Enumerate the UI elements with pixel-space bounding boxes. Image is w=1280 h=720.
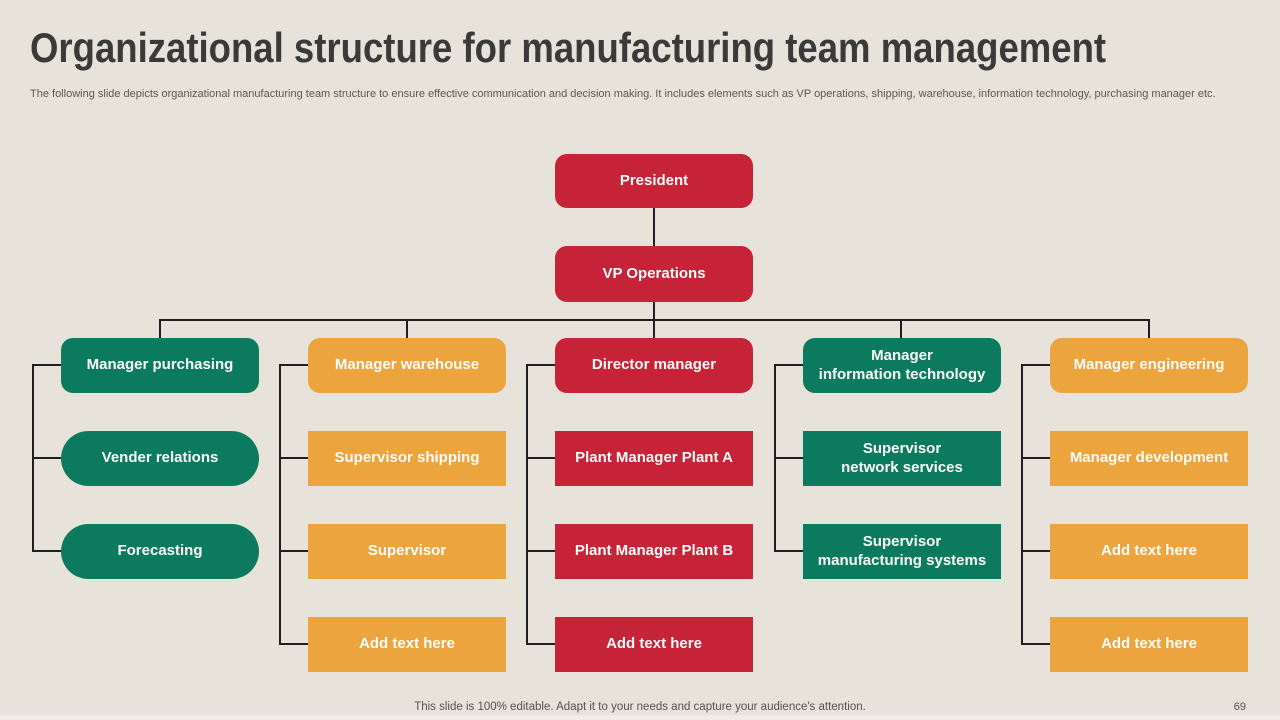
org-node-manager-warehouse: Manager warehouse (308, 338, 506, 393)
slide-footer-note: This slide is 100% editable. Adapt it to… (414, 701, 866, 713)
connector-line (279, 643, 308, 645)
org-node-add-text-warehouse: Add text here (308, 617, 506, 672)
connector-line (1148, 319, 1150, 338)
connector-line (279, 364, 281, 645)
connector-line (1021, 643, 1050, 645)
org-node-supervisor-manufacturing-systems: Supervisor manufacturing systems (803, 524, 1001, 579)
connector-line (1021, 550, 1050, 552)
org-node-forecasting: Forecasting (61, 524, 259, 579)
page-title: Organizational structure for manufacturi… (30, 24, 1107, 71)
org-node-supervisor-network-services: Supervisor network services (803, 431, 1001, 486)
org-node-supervisor-shipping: Supervisor shipping (308, 431, 506, 486)
connector-line (279, 364, 308, 366)
org-node-vp-operations: VP Operations (555, 246, 753, 302)
connector-line (653, 319, 655, 338)
org-node-manager-development: Manager development (1050, 431, 1248, 486)
bottom-edge-strip (0, 715, 1280, 720)
connector-line (653, 302, 655, 320)
connector-line (526, 364, 555, 366)
connector-line (774, 364, 803, 366)
connector-line (526, 550, 555, 552)
org-node-president: President (555, 154, 753, 208)
connector-line (32, 457, 61, 459)
connector-line (653, 208, 655, 246)
connector-line (774, 550, 803, 552)
connector-line (159, 319, 161, 338)
connector-line (526, 364, 528, 645)
slide-subtitle: The following slide depicts organization… (30, 88, 1216, 100)
org-node-add-text-director: Add text here (555, 617, 753, 672)
connector-line (279, 457, 308, 459)
org-node-add-text-engineering-1: Add text here (1050, 524, 1248, 579)
connector-line (526, 457, 555, 459)
connector-line (32, 364, 61, 366)
connector-line (1021, 364, 1050, 366)
connector-line (32, 550, 61, 552)
connector-line (406, 319, 408, 338)
org-node-manager-engineering: Manager engineering (1050, 338, 1248, 393)
org-node-plant-manager-b: Plant Manager Plant B (555, 524, 753, 579)
connector-line (279, 550, 308, 552)
connector-line (1021, 457, 1050, 459)
org-node-add-text-engineering-2: Add text here (1050, 617, 1248, 672)
connector-line (900, 319, 902, 338)
connector-line (526, 643, 555, 645)
org-node-director-manager: Director manager (555, 338, 753, 393)
org-node-supervisor: Supervisor (308, 524, 506, 579)
connector-line (1021, 364, 1023, 645)
page-number: 69 (1233, 701, 1246, 713)
org-node-manager-purchasing: Manager purchasing (61, 338, 259, 393)
org-node-manager-information-technology: Manager information technology (803, 338, 1001, 393)
org-node-plant-manager-a: Plant Manager Plant A (555, 431, 753, 486)
connector-line (774, 457, 803, 459)
org-node-vender-relations: Vender relations (61, 431, 259, 486)
